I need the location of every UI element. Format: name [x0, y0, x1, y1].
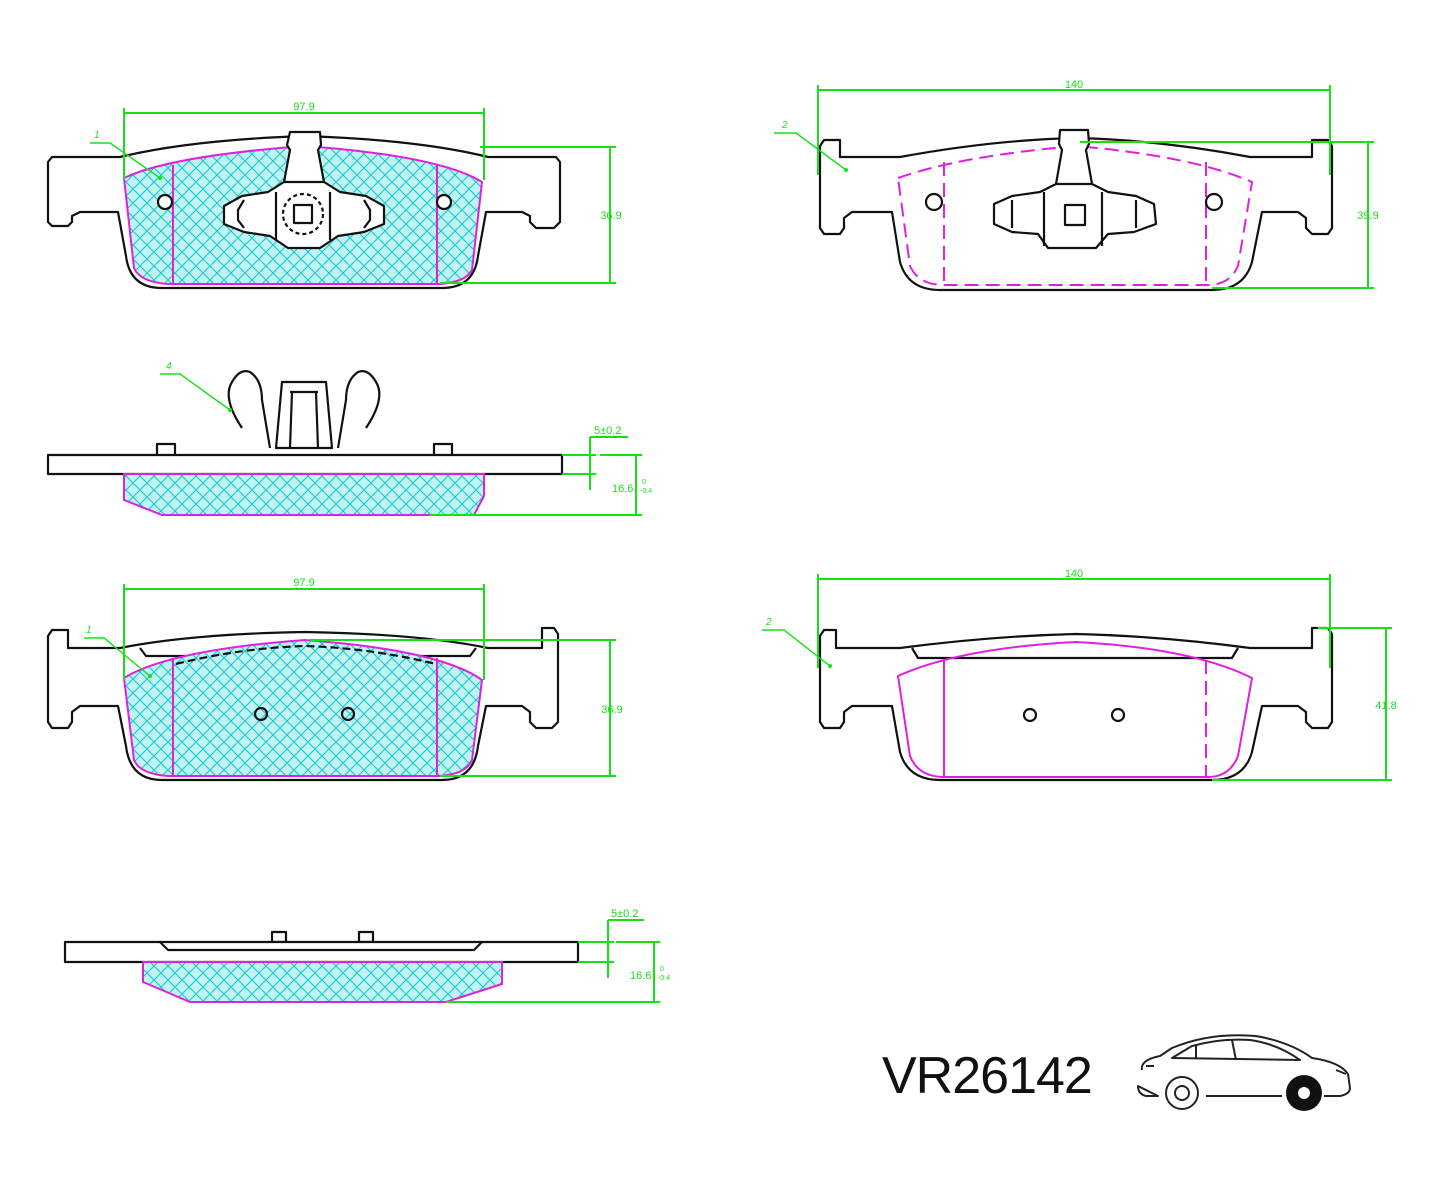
- callout-2: 2: [774, 120, 848, 172]
- width-dimension: 140: [817, 568, 1331, 668]
- spring-clip: [227, 370, 381, 449]
- retaining-clip: [222, 130, 386, 250]
- width-dim-label: 97.9: [293, 577, 314, 589]
- tolerance-lower: -0.4: [640, 488, 652, 495]
- callout-2: 2: [762, 617, 832, 668]
- friction-material: [122, 638, 484, 777]
- tolerance-upper: 0: [660, 966, 664, 973]
- height-dimension: 41.8: [1212, 627, 1397, 781]
- width-dim-label: 140: [1065, 79, 1083, 91]
- pad-front-view-right: 140 39.9 2: [774, 79, 1379, 292]
- pad-thickness-dimension: 16.6 0 -0.4: [430, 454, 652, 516]
- friction-outline: [896, 640, 1254, 778]
- pad-front-view-bottom: 97.9 36.9 1: [46, 577, 623, 782]
- height-dim-label: 39.9: [1357, 210, 1378, 222]
- backing-thickness-dimension: 5±0.2: [578, 908, 644, 978]
- locating-hole-left: [924, 192, 944, 212]
- width-dim-label: 97.9: [293, 101, 314, 113]
- thickness-dim-label: 16.6: [612, 483, 633, 495]
- locating-hole-left: [253, 706, 269, 722]
- backing-dim-label: 5±0.2: [594, 425, 621, 437]
- car-icon: [1137, 1034, 1351, 1111]
- callout-label: 2: [781, 120, 788, 131]
- callout-label: 1: [94, 130, 100, 141]
- locating-hole-left: [1022, 707, 1038, 723]
- backing-thickness-dimension: 5±0.2: [562, 425, 628, 490]
- height-dimension: 39.9: [1080, 141, 1379, 289]
- pad-front-view-top: 97.9 36.9 1: [46, 101, 622, 290]
- pad-side-view-top: 5±0.2 16.6 0 -0.4 4: [46, 361, 652, 516]
- locating-hole-left: [156, 193, 174, 211]
- part-number: VR26142: [882, 1047, 1092, 1105]
- locating-hole-right: [435, 193, 453, 211]
- callout-4: 4: [160, 361, 232, 412]
- height-dim-label: 41.8: [1375, 700, 1396, 712]
- pad-thickness-dimension: 16.6 0 -0.4: [446, 941, 670, 1003]
- backing-plate-edge: [63, 940, 580, 964]
- pad-back-view-right: 140 41.8 2: [762, 568, 1397, 782]
- height-dimension: 36.9: [440, 146, 622, 284]
- thickness-dim-label: 16.6: [630, 970, 651, 982]
- locating-hole-right: [1204, 192, 1224, 212]
- width-dimension: 140: [817, 79, 1331, 175]
- height-dim-label: 36.9: [601, 704, 622, 716]
- callout-label: 4: [166, 361, 172, 372]
- callout-1: 1: [84, 625, 152, 678]
- width-dimension: 97.9: [123, 577, 485, 680]
- friction-material-edge: [142, 961, 503, 1003]
- height-dimension: 36.9: [310, 639, 623, 777]
- pad-side-view-bottom: 5±0.2 16.6 0 -0.4: [63, 908, 670, 1003]
- backing-plate-edge: [46, 453, 564, 476]
- callout-label: 1: [86, 625, 92, 636]
- width-dimension: 97.9: [123, 101, 485, 180]
- friction-material-edge: [123, 473, 485, 516]
- backing-plate: [818, 626, 1334, 782]
- friction-outline: [896, 144, 1254, 286]
- backing-dim-label: 5±0.2: [611, 908, 638, 920]
- locating-hole-right: [1110, 707, 1126, 723]
- callout-label: 2: [765, 617, 772, 628]
- locating-hole-right: [340, 706, 356, 722]
- retaining-clip: [992, 128, 1158, 250]
- width-dim-label: 140: [1065, 568, 1083, 580]
- tolerance-upper: 0: [642, 479, 646, 486]
- callout-1: 1: [90, 130, 162, 180]
- height-dim-label: 36.9: [600, 210, 621, 222]
- tolerance-lower: -0.4: [658, 975, 670, 982]
